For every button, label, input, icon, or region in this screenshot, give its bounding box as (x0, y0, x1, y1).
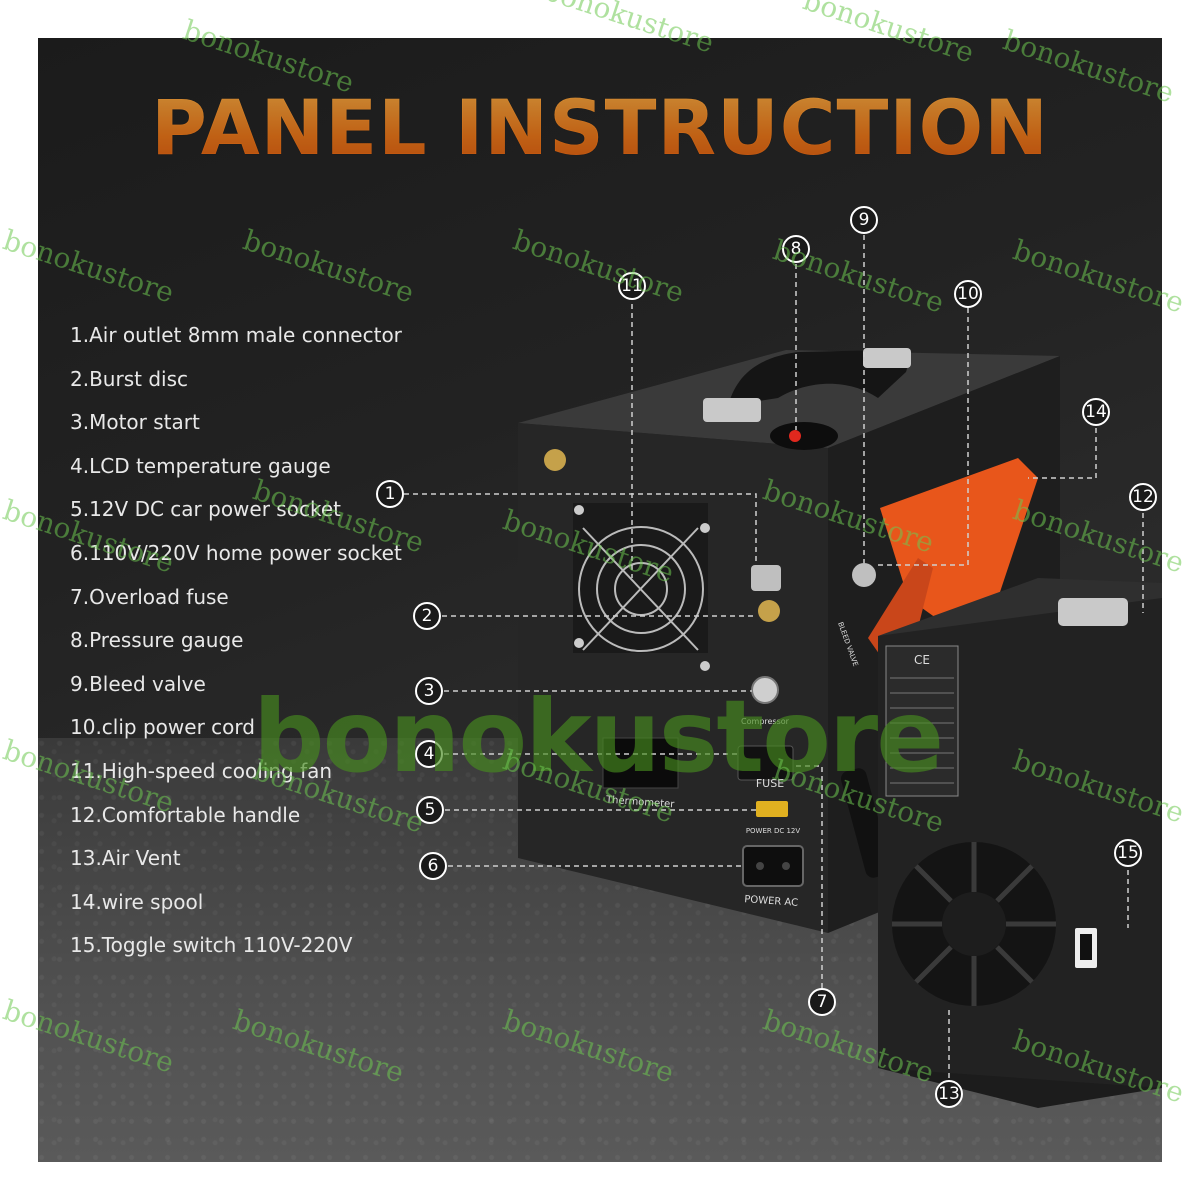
legend-item: 13.Air Vent (70, 846, 181, 871)
callout-badge-12: 12 (1129, 483, 1157, 511)
callout-badge-6: 6 (419, 852, 447, 880)
power-ac-label: POWER AC (744, 894, 799, 909)
callout-badge-3: 3 (415, 677, 443, 705)
bolt-icon (544, 449, 566, 471)
callout-number: 13 (938, 1084, 960, 1104)
callout-number: 8 (791, 239, 802, 259)
burst-disc-icon (758, 600, 780, 622)
callout-number: 2 (422, 606, 433, 626)
callout-badge-15: 15 (1114, 839, 1142, 867)
callout-badge-2: 2 (413, 602, 441, 630)
legend-item: 8.Pressure gauge (70, 628, 244, 653)
legend-item: 9.Bleed valve (70, 671, 206, 696)
callout-number: 1 (385, 484, 396, 504)
compressor-label: Compressor (741, 717, 790, 726)
page-title: PANEL INSTRUCTION (38, 83, 1162, 172)
legend-item: 15.Toggle switch 110V-220V (70, 933, 353, 958)
ac-socket-icon (742, 845, 804, 887)
callout-number: 4 (424, 744, 435, 764)
handle-clip-icon (703, 398, 761, 422)
callout-number: 11 (621, 276, 643, 296)
callout-number: 9 (859, 210, 870, 230)
legend-item: 12.Comfortable handle (70, 802, 301, 827)
callout-number: 5 (425, 800, 436, 820)
legend-item: 7.Overload fuse (70, 584, 229, 609)
rating-plate (885, 645, 959, 797)
callout-number: 6 (428, 856, 439, 876)
legend-item: 5.12V DC car power socket (70, 497, 341, 522)
callout-badge-5: 5 (416, 796, 444, 824)
motor-start-button-icon (751, 676, 779, 704)
rear-handle-clip-icon (1058, 598, 1128, 626)
fuse-holder-icon (737, 745, 794, 781)
air-vent-icon (892, 842, 1056, 1006)
callout-badge-1: 1 (376, 480, 404, 508)
callout-number: 14 (1085, 402, 1107, 422)
handle-icon (728, 350, 908, 406)
legend-item: 10.clip power cord (70, 715, 255, 740)
pressure-gauge-icon (770, 422, 838, 450)
callout-badge-13: 13 (935, 1080, 963, 1108)
callout-badge-10: 10 (954, 280, 982, 308)
callout-badge-14: 14 (1082, 398, 1110, 426)
feature-legend: 1.Air outlet 8mm male connector 2.Burst … (70, 322, 402, 976)
compressor-top (518, 350, 1060, 448)
callout-number: 3 (424, 681, 435, 701)
legend-item: 6.110V/220V home power socket (70, 540, 402, 565)
lcd-display-icon (602, 737, 679, 789)
legend-item: 3.Motor start (70, 410, 200, 435)
thermometer-label: Thermometer (605, 795, 676, 811)
fuse-label: FUSE (756, 777, 784, 790)
dc-socket-icon (756, 801, 788, 817)
callout-lines (404, 235, 1144, 1078)
callout-badge-4: 4 (415, 740, 443, 768)
handle-clip-icon (863, 348, 911, 368)
callout-badge-7: 7 (808, 988, 836, 1016)
callout-number: 15 (1117, 843, 1139, 863)
callout-badge-9: 9 (850, 206, 878, 234)
ce-mark: CE (914, 653, 930, 667)
bleed-valve-icon (852, 563, 876, 587)
air-outlet-icon (751, 565, 781, 591)
compressor-illustration: Compressor Thermometer FUSE POWER DC 12V… (376, 206, 1162, 1108)
callout-badge-11: 11 (618, 272, 646, 300)
legend-item: 4.LCD temperature gauge (70, 453, 331, 478)
cooling-fan-icon (573, 503, 710, 671)
callout-number: 7 (817, 992, 828, 1012)
legend-item: 11.High-speed cooling fan (70, 758, 333, 783)
legend-item: 14.wire spool (70, 889, 204, 914)
watermark-large: bonokustore (253, 678, 944, 795)
legend-item: 2.Burst disc (70, 366, 188, 391)
rear-unit-top (878, 578, 1162, 638)
product-panel: PANEL INSTRUCTION 1.Air outlet 8mm male … (38, 38, 1162, 1162)
gauge-needle-icon (789, 430, 801, 442)
legend-item: 1.Air outlet 8mm male connector (70, 323, 402, 347)
rating-plate-lines (890, 677, 954, 784)
power-dc-label: POWER DC 12V (746, 827, 801, 835)
callout-badge-8: 8 (782, 235, 810, 263)
callout-number: 10 (957, 284, 979, 304)
callout-number: 12 (1132, 487, 1154, 507)
